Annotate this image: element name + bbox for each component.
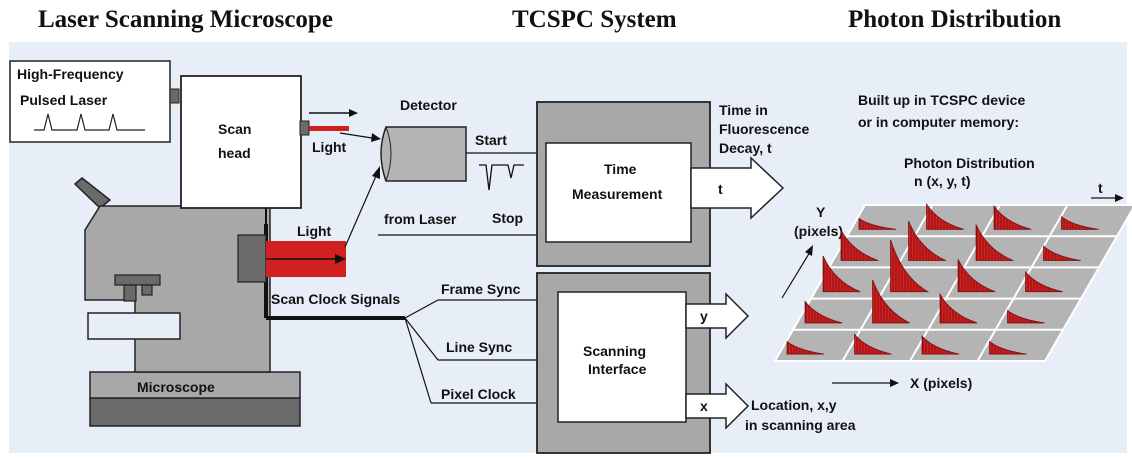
t-output-arrow <box>690 156 785 220</box>
scanning-interface-line2: Interface <box>588 361 647 377</box>
microscope: Microscope <box>73 177 301 427</box>
time-measurement-line1: Time <box>604 161 637 177</box>
decay-histogram <box>921 335 960 355</box>
decay-histogram <box>822 255 861 293</box>
location-line1: Location, x,y <box>751 397 837 413</box>
decay-histogram <box>1061 215 1099 230</box>
decay-histogram <box>975 224 1014 261</box>
decay-histogram <box>858 217 897 230</box>
y-output-label: y <box>700 308 708 324</box>
decay-histogram <box>804 300 843 324</box>
decay-histogram <box>840 229 879 261</box>
time-measurement-block: Time Measurement t <box>536 101 785 267</box>
decay-histogram <box>786 340 825 355</box>
decay-histogram <box>993 204 1032 230</box>
time-in-line1: Time in <box>719 102 768 118</box>
from-laser-label: from Laser <box>384 211 457 227</box>
light-bottom-label: Light <box>297 223 332 239</box>
scanning-interface-line1: Scanning <box>583 343 646 359</box>
decay-histogram <box>1043 245 1081 261</box>
light-top-label: Light <box>312 139 347 155</box>
decay-histogram <box>908 220 946 261</box>
pulsed-laser: High-Frequency Pulsed Laser <box>9 60 180 143</box>
scanning-interface-block: Scanning Interface y x <box>536 272 750 454</box>
y-axis-line1: Y <box>816 204 826 220</box>
x-axis-label: X (pixels) <box>910 375 972 391</box>
line-sync-label: Line Sync <box>446 339 512 355</box>
x-output-arrow <box>685 382 750 430</box>
scan-clock-label: Scan Clock Signals <box>271 291 400 307</box>
photon-dist-line1: Photon Distribution <box>904 155 1035 171</box>
decay-histogram <box>957 259 996 293</box>
stop-label: Stop <box>492 210 523 226</box>
photon-grid <box>773 202 1132 362</box>
microscope-label: Microscope <box>137 379 215 395</box>
pulse-train-icon <box>34 113 145 131</box>
decay-histogram <box>1025 270 1063 293</box>
t-output-label: t <box>718 181 723 197</box>
decay-histogram <box>939 292 978 324</box>
detector: Detector Start <box>380 97 537 191</box>
scan-head-line1: Scan <box>218 121 251 137</box>
scan-head: Scan head Light <box>180 75 358 209</box>
decay-histogram <box>890 239 930 293</box>
decay-histogram <box>926 202 964 230</box>
decay-histogram <box>989 340 1027 355</box>
header-photon-distribution: Photon Distribution <box>848 6 1062 33</box>
location-line2: in scanning area <box>745 417 856 433</box>
frame-sync-label: Frame Sync <box>441 281 521 297</box>
time-measurement-line2: Measurement <box>572 186 663 202</box>
t-axis-label: t <box>1098 180 1103 196</box>
pixel-clock-label: Pixel Clock <box>441 386 516 402</box>
decay-histogram <box>1007 309 1045 324</box>
grid-line <box>841 204 934 362</box>
header-laser-scanning-microscope: Laser Scanning Microscope <box>38 6 333 33</box>
time-in-line2: Fluorescence <box>719 121 809 137</box>
y-axis-line2: (pixels) <box>794 223 843 239</box>
x-output-label: x <box>700 398 708 414</box>
header-tcspc-system: TCSPC System <box>512 6 677 33</box>
built-up-line1: Built up in TCSPC device <box>858 92 1025 108</box>
detector-pulse-icon <box>479 164 524 191</box>
built-up-line2: or in computer memory: <box>858 114 1019 130</box>
y-output-arrow <box>685 292 750 340</box>
decay-histogram <box>854 333 892 355</box>
scan-head-line2: head <box>218 145 251 161</box>
grid-line <box>909 204 1001 362</box>
detector-port: Light <box>237 223 346 283</box>
grid-line <box>976 204 1069 362</box>
decay-histogram <box>872 279 910 324</box>
start-label: Start <box>475 132 507 148</box>
time-in-line3: Decay, t <box>719 140 772 156</box>
laser-label-line1: High-Frequency <box>17 66 124 82</box>
photon-dist-line2: n (x, y, t) <box>914 173 971 189</box>
laser-label-line2: Pulsed Laser <box>20 92 108 108</box>
detector-label: Detector <box>400 97 457 113</box>
